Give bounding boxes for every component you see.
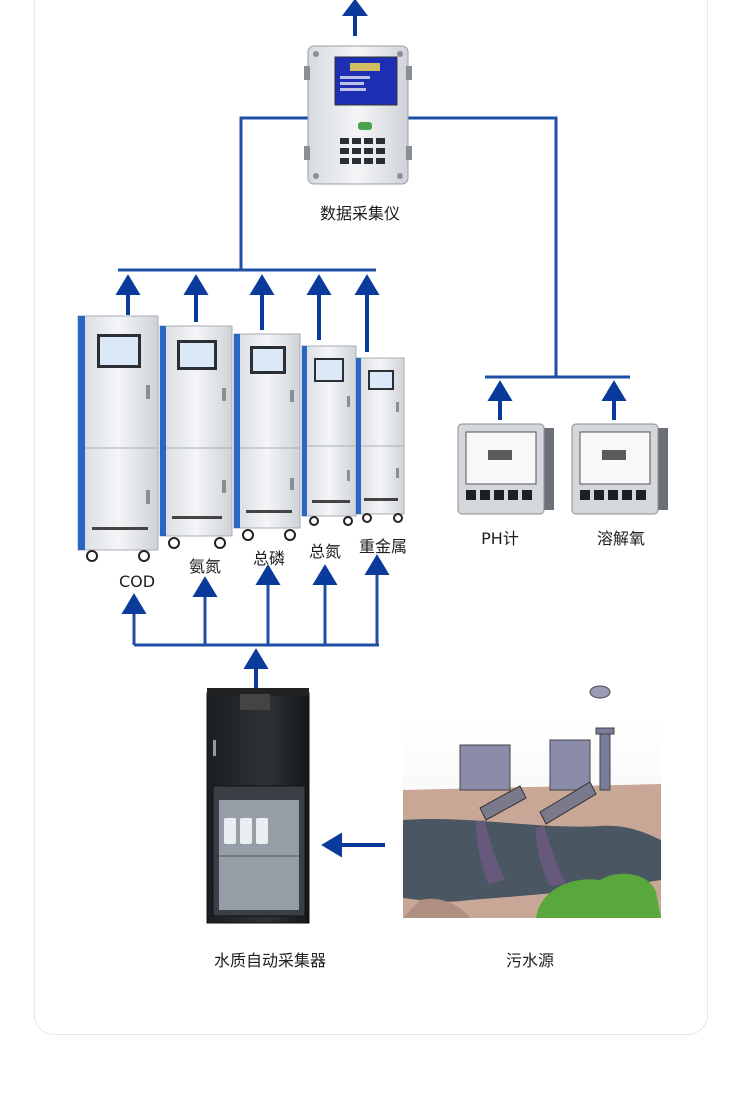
cod-label: COD — [119, 572, 155, 591]
heavy-metal-label: 重金属 — [359, 537, 407, 556]
ph-meter-device — [457, 423, 554, 515]
phosphorus-analyzer-cabinet — [233, 333, 301, 541]
dissolved-oxygen-label: 溶解氧 — [597, 529, 645, 548]
data-collector-label: 数据采集仪 — [320, 204, 400, 223]
water-sampler-label: 水质自动采集器 — [214, 951, 326, 970]
nitrogen-analyzer-cabinet — [301, 345, 357, 526]
ph-meter-label: PH计 — [481, 529, 519, 548]
dissolved-oxygen-device — [571, 423, 668, 515]
phosphorus-label: 总磷 — [253, 549, 285, 568]
analyzer-cabinets — [77, 315, 405, 562]
cod-analyzer-cabinet — [77, 315, 159, 562]
water-sampler-device — [206, 688, 310, 924]
sewage-source-illustration — [403, 685, 661, 918]
connection-lines — [118, 14, 630, 688]
sewage-source-label: 污水源 — [506, 951, 554, 970]
arrow-heads — [115, 0, 627, 858]
ammonia-analyzer-cabinet — [159, 325, 233, 549]
data-collector-device — [304, 45, 412, 185]
node-labels: 数据采集仪 COD 氨氮 总磷 总氮 重金属 PH计 溶解氧 水质自动采集器 污… — [119, 204, 645, 970]
heavy-metal-analyzer-cabinet — [355, 357, 405, 523]
ammonia-label: 氨氮 — [189, 557, 221, 576]
nitrogen-label: 总氮 — [309, 542, 341, 561]
